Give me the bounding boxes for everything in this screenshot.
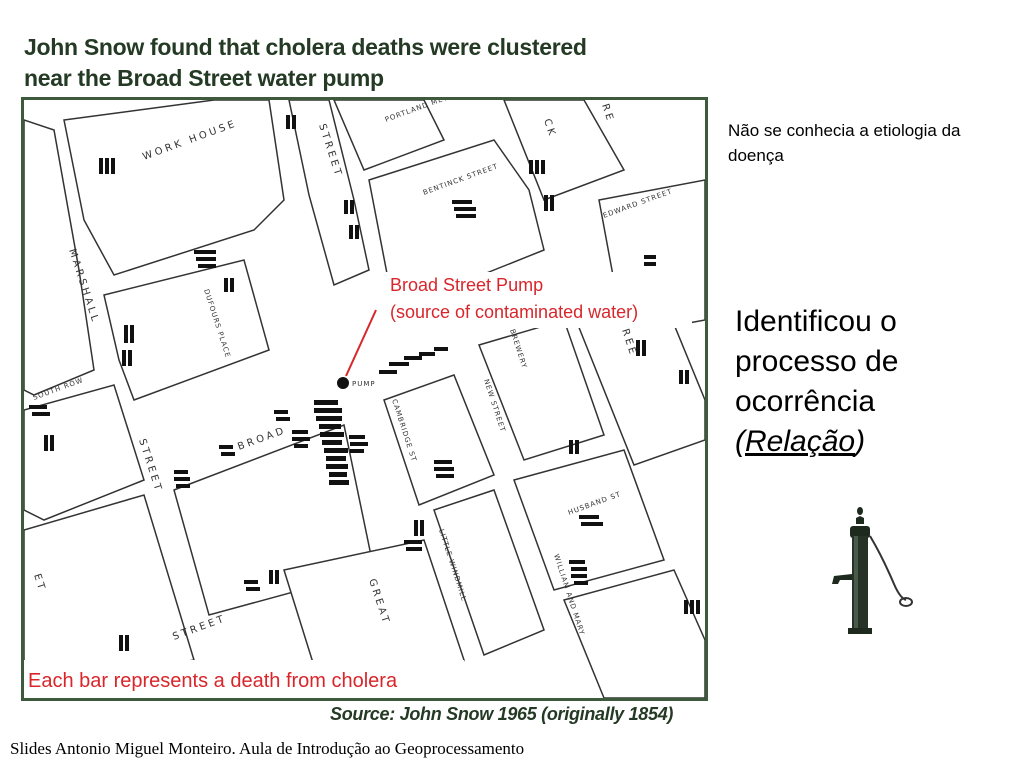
block-new-street (478, 319, 605, 461)
broad-street-pump-marker (337, 377, 349, 389)
note-identified-text: Identificou o processo de ocorrência (735, 305, 899, 418)
relation-word: Relação (745, 425, 856, 458)
water-pump-icon (820, 506, 916, 636)
map-title-line-1: John Snow found that cholera deaths were… (24, 34, 587, 60)
note-unknown-etiology: Não se conhecia a etiologia da doença (728, 121, 961, 165)
block-south-row (24, 384, 145, 521)
block-william (562, 569, 705, 698)
map-source: Source: John Snow 1965 (originally 1854) (330, 704, 674, 724)
block-husband (513, 449, 665, 591)
relation-paren-close: ) (855, 425, 866, 458)
relation-paren-open: ( (735, 425, 745, 458)
block-cambridge (383, 374, 495, 506)
legend-background (24, 660, 464, 698)
pump-label-background (386, 272, 692, 328)
work-house-block (63, 100, 285, 276)
map-title-line-2: near the Broad Street water pump (24, 65, 384, 91)
note-identified-process: Identificou o processo de ocorrência (Re… (735, 302, 995, 462)
map-legend: Each bar represents a death from cholera (28, 670, 398, 692)
death-bars (29, 115, 700, 651)
block-far-left (24, 119, 95, 396)
pump-label-line-1: Broad Street Pump (390, 275, 543, 295)
block-portland (333, 100, 446, 171)
block-windmill (433, 489, 545, 656)
city-blocks (24, 100, 705, 698)
slide-credits: Slides Antonio Miguel Monteiro. Aula de … (10, 739, 525, 758)
block-dufours (103, 259, 270, 401)
map-title: John Snow found that cholera deaths were… (24, 32, 704, 94)
label-left-street: ET (31, 573, 47, 594)
pump-label-line-2: (source of contaminated water) (390, 302, 638, 322)
cholera-map: .blk { fill:#ffffff; stroke:#333; stroke… (21, 97, 708, 701)
pump-mark-label: PUMP (352, 380, 376, 388)
note-relation: (Relação) (735, 425, 865, 458)
pump-pointer-line (345, 309, 377, 377)
cholera-map-drawing: .blk { fill:#ffffff; stroke:#333; stroke… (24, 100, 705, 698)
